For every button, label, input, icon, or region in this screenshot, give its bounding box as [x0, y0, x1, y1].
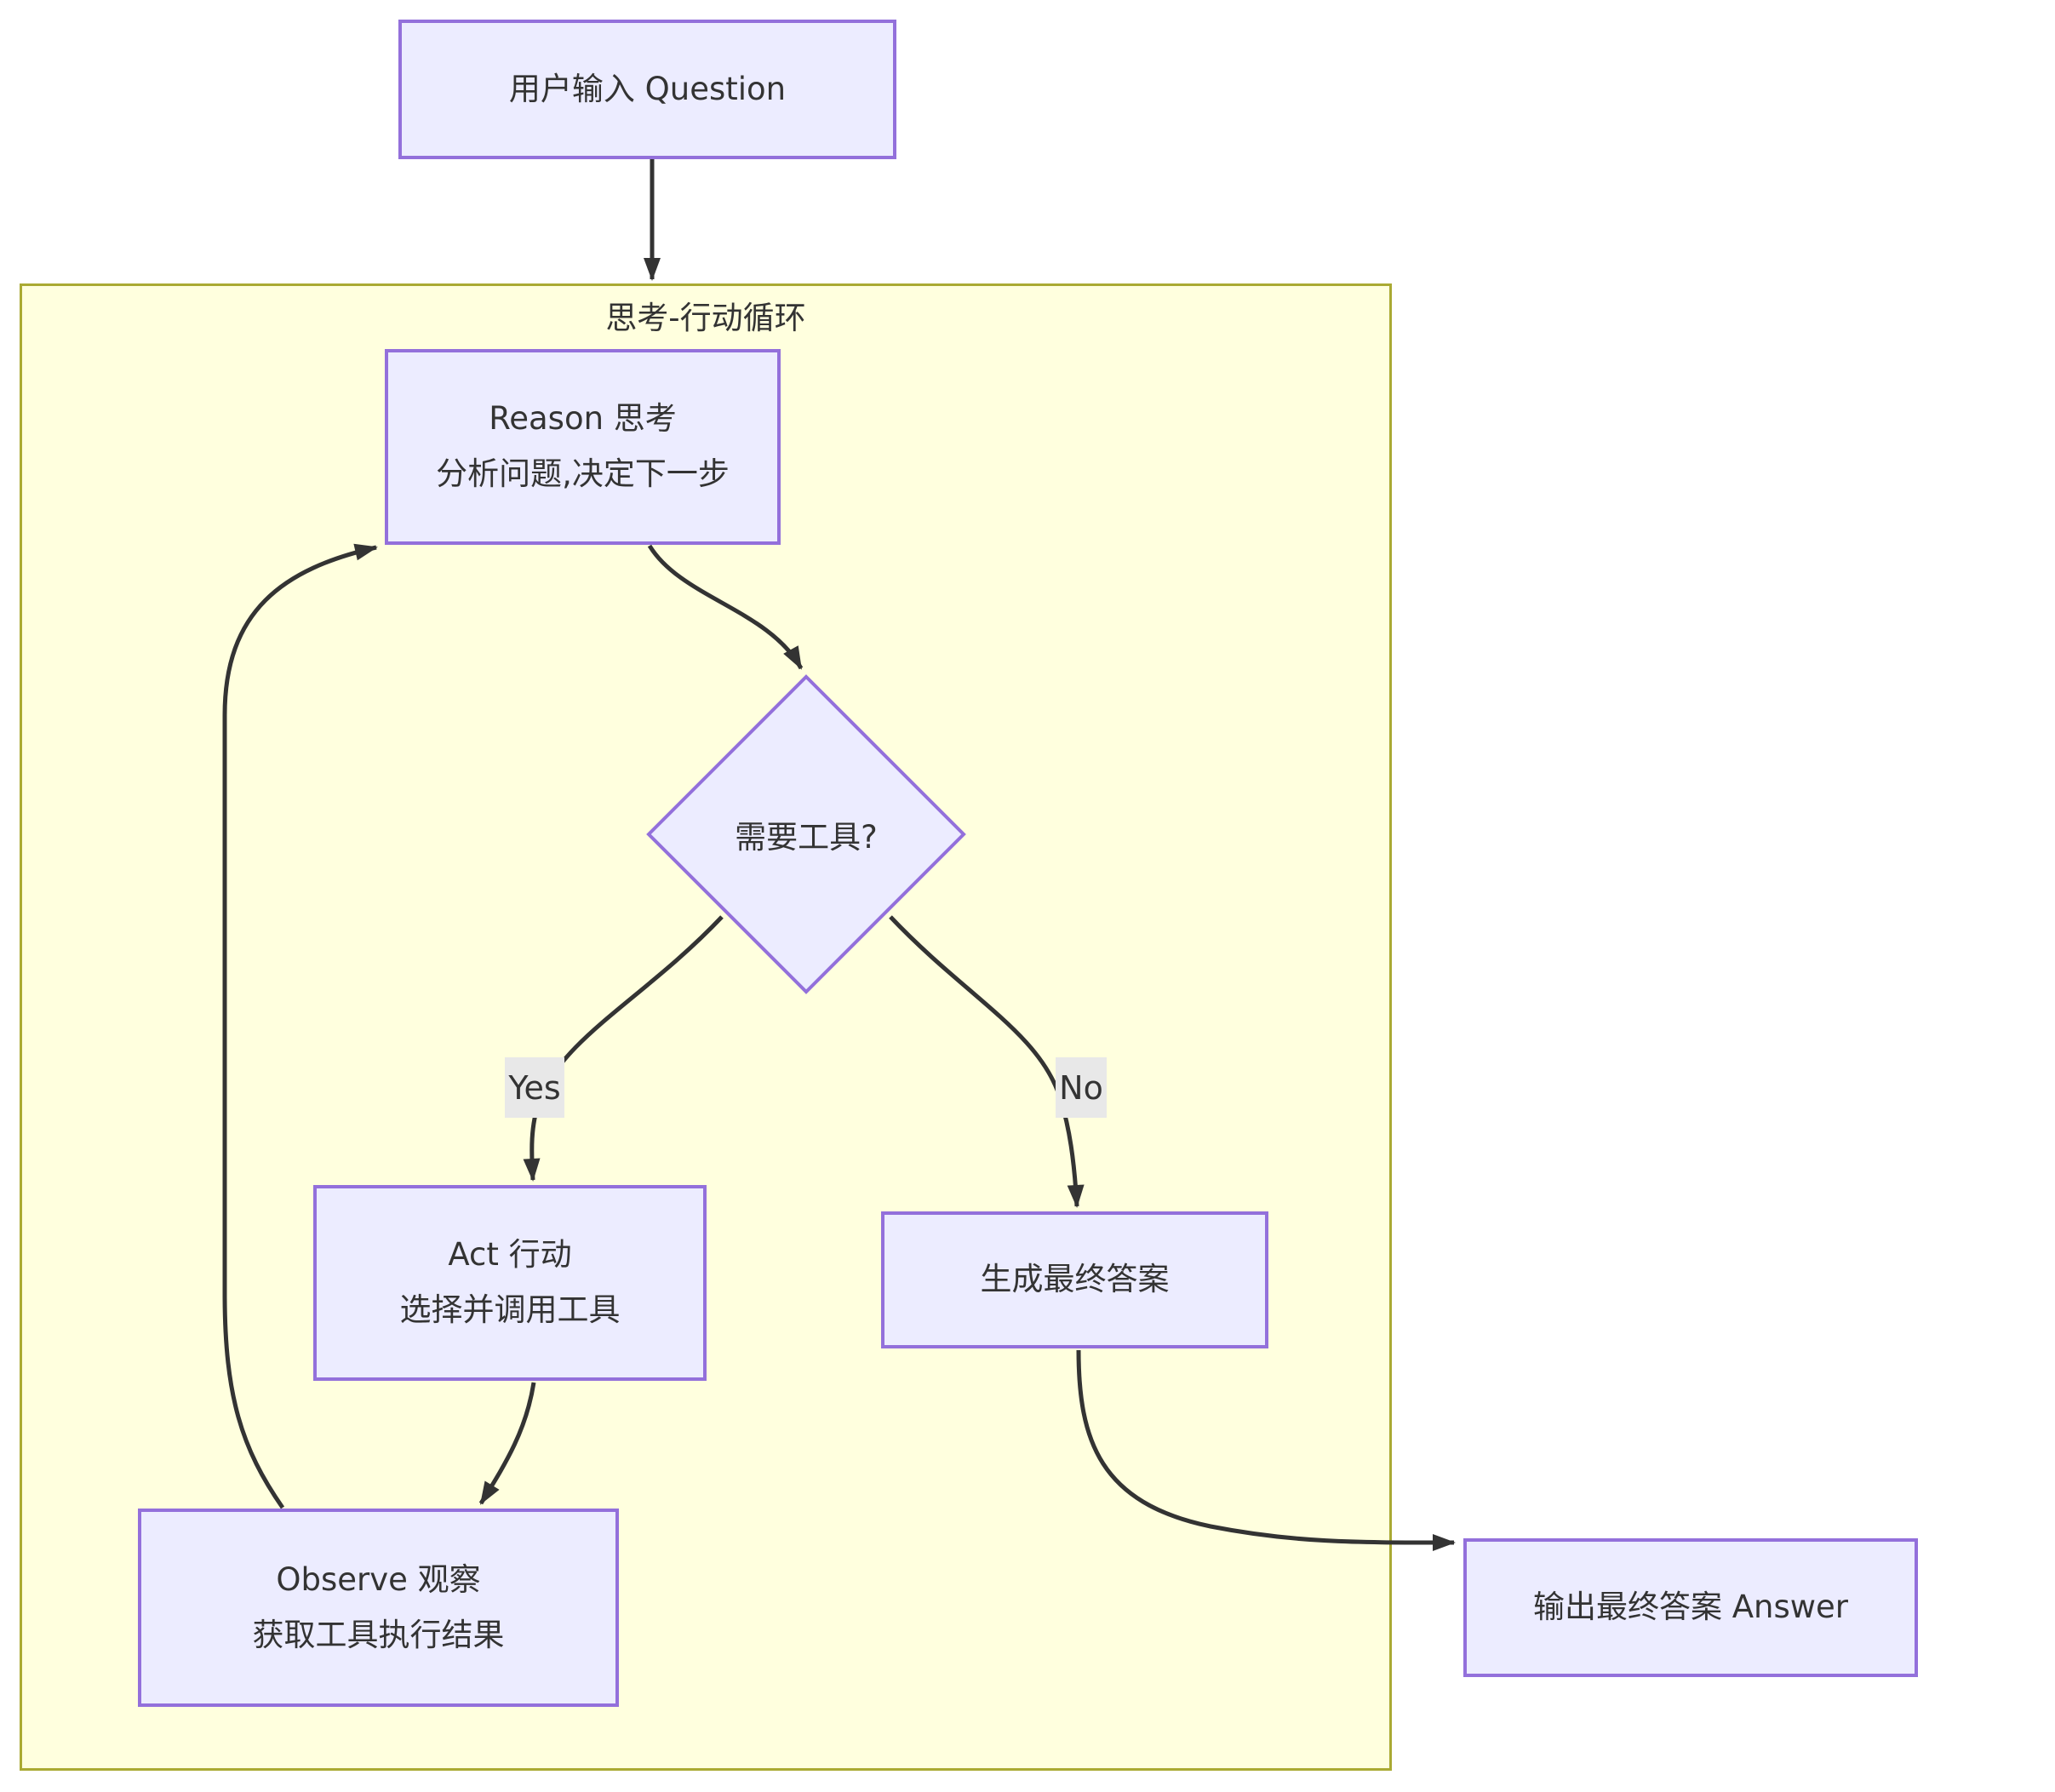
edge-act-to-observe: [478, 1382, 536, 1505]
edge-label-no: No: [1056, 1057, 1107, 1118]
edge-reason-to-decision: [647, 544, 804, 670]
edge-decision-to-act-yes: [523, 915, 724, 1182]
edge-generate-to-answer: [1076, 1349, 1456, 1552]
decision-text: 需要工具?: [735, 819, 878, 856]
node-reason: Reason 思考 分析问题,决定下一步: [385, 349, 781, 545]
node-generate-label: 生成最终答案: [980, 1261, 1170, 1298]
edge-label-yes-text: Yes: [508, 1068, 561, 1107]
node-act-line2: 选择并调用工具: [399, 1291, 621, 1328]
edge-label-no-text: No: [1059, 1068, 1103, 1107]
node-observe-line2: 获取工具执行结果: [252, 1616, 505, 1653]
node-user-question-label: 用户输入 Question: [508, 70, 787, 107]
node-output-answer: 输出最终答案 Answer: [1463, 1538, 1918, 1677]
loop-subgraph-title: 思考-行动循环: [605, 300, 806, 336]
edge-observe-to-reason: [222, 543, 378, 1509]
node-reason-line1: Reason 思考: [489, 400, 677, 438]
node-observe-line1: Observe 观察: [276, 1560, 481, 1598]
decision-diamond: [646, 674, 966, 994]
node-output-answer-label: 输出最终答案 Answer: [1532, 1589, 1849, 1626]
edge-label-yes: Yes: [505, 1057, 564, 1118]
node-generate-final-answer: 生成最终答案: [881, 1211, 1268, 1348]
node-act: Act 行动 选择并调用工具: [313, 1185, 707, 1381]
decision-diamond-label: 需要工具?: [670, 809, 942, 860]
node-user-question: 用户输入 Question: [398, 20, 896, 159]
node-act-line1: Act 行动: [448, 1236, 572, 1274]
node-observe: Observe 观察 获取工具执行结果: [138, 1509, 619, 1707]
edge-decision-to-generate-no: [889, 915, 1085, 1208]
node-reason-line2: 分析问题,决定下一步: [436, 455, 730, 492]
